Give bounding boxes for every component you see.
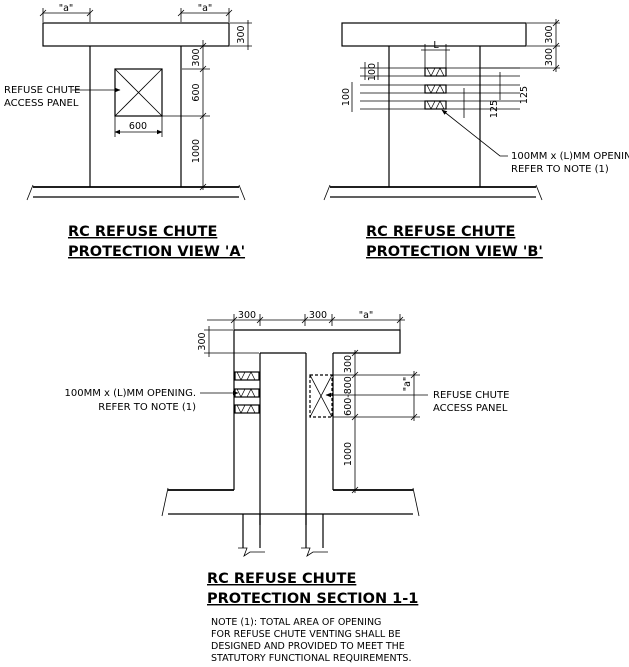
- view-b-right-dims: [481, 19, 560, 72]
- section-label-right-line2: ACCESS PANEL: [433, 403, 508, 414]
- view-b-ground: [323, 184, 543, 201]
- view-a-dim-300-top: 300: [236, 25, 247, 43]
- view-a-label-line2: ACCESS PANEL: [4, 98, 79, 109]
- section-access-panel: [309, 374, 333, 418]
- view-a: "a" "a" 300 300 600 1000 600: [4, 3, 252, 260]
- note-line2: FOR REFUSE CHUTE VENTING SHALL BE: [211, 629, 401, 640]
- view-b-leader: [441, 109, 508, 157]
- section: 300 300 "a": [65, 310, 510, 607]
- view-b-openings: [424, 67, 447, 110]
- section-top-dims: [207, 314, 405, 330]
- view-a-slab: [42, 22, 230, 47]
- section-dim-1000: 1000: [343, 442, 354, 466]
- view-b-l-dim: [421, 44, 450, 68]
- view-a-dim-a-left: "a": [59, 3, 74, 14]
- view-b-dim-125-a: 125: [519, 86, 530, 104]
- view-b-dim-300-top: 300: [544, 25, 555, 43]
- section-dim-a: "a": [359, 310, 374, 321]
- section-openings: [234, 371, 260, 414]
- section-right-chain: [333, 349, 420, 494]
- view-a-ground: [26, 184, 246, 201]
- view-a-title-line2: PROTECTION VIEW 'A': [68, 244, 245, 260]
- view-a-dim-a-right: "a": [198, 3, 213, 14]
- note-line3: DESIGNED AND PROVIDED TO MEET THE: [211, 641, 405, 652]
- view-b-dim-100-a: 100: [367, 63, 378, 81]
- note-line4: STATUTORY FUNCTIONAL REQUIREMENTS.: [211, 653, 411, 664]
- section-label-left-line2: REFER TO NOTE (1): [98, 402, 196, 413]
- view-b-label-line2: REFER TO NOTE (1): [511, 164, 609, 175]
- view-a-label-line1: REFUSE CHUTE: [4, 85, 80, 96]
- view-a-access-panel: [114, 68, 163, 117]
- view-b-dim-100-b: 100: [341, 88, 352, 106]
- section-dim-300-right: 300: [343, 355, 354, 373]
- view-b-label-line1: 100MM x (L)MM OPENING.: [511, 151, 629, 162]
- section-label-right-line1: REFUSE CHUTE: [433, 390, 509, 401]
- note-line1: NOTE (1): TOTAL AREA OF OPENING: [211, 617, 381, 628]
- view-b-125-dims: [463, 72, 501, 118]
- view-b-left-dims: [351, 62, 379, 112]
- view-a-dim-600-h: 600: [129, 121, 147, 132]
- section-left-wall: [233, 330, 261, 525]
- note: NOTE (1): TOTAL AREA OF OPENING FOR REFU…: [211, 617, 411, 664]
- view-b-dim-l: L: [433, 40, 439, 51]
- view-a-dim-1000: 1000: [191, 139, 202, 163]
- section-left-dim: [204, 326, 259, 357]
- view-b-dim-300-second: 300: [544, 48, 555, 66]
- view-a-title-line1: RC REFUSE CHUTE: [68, 224, 217, 240]
- view-b-title-line1: RC REFUSE CHUTE: [366, 224, 515, 240]
- section-dim-300-a: 300: [238, 310, 256, 321]
- view-b: L 300 300 100 100 125 125 100MM x: [323, 19, 629, 260]
- view-a-dim-300: 300: [191, 48, 202, 66]
- section-base: [161, 487, 420, 558]
- section-slab: [234, 329, 401, 354]
- section-dim-a-vertical: "a": [402, 377, 413, 392]
- section-dim-300-b: 300: [309, 310, 327, 321]
- view-a-dim-600-v: 600: [191, 83, 202, 101]
- section-dim-300-left: 300: [197, 332, 208, 350]
- section-dim-600-800: 600-800: [343, 376, 354, 416]
- view-a-horizontal-dim: [114, 116, 163, 137]
- section-title-line2: PROTECTION SECTION 1-1: [207, 591, 418, 607]
- view-b-title-line2: PROTECTION VIEW 'B': [366, 244, 543, 260]
- section-right-wall: [305, 353, 334, 525]
- view-a-top-dims: [39, 8, 233, 22]
- view-b-slab: [341, 22, 527, 47]
- section-title-line1: RC REFUSE CHUTE: [207, 571, 356, 587]
- section-label-left-line1: 100MM x (L)MM OPENING.: [65, 388, 196, 399]
- view-a-vertical-chain: [162, 40, 210, 191]
- view-b-dim-125-b: 125: [489, 100, 500, 118]
- view-a-slab-dim: [230, 20, 252, 50]
